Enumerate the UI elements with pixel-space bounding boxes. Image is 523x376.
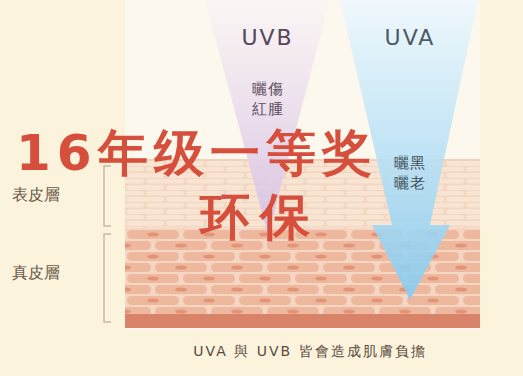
watermark: 环保 [200, 192, 320, 242]
ray-effect: 曬傷 紅腫 [250, 80, 285, 119]
ray-name: UVB [241, 24, 293, 53]
ray-effect: 曬黑 曬老 [393, 154, 428, 193]
watermark: 16年级一等奖 [16, 128, 378, 178]
figure-caption: UVA 與 UVB 皆會造成肌膚負擔 [100, 344, 520, 358]
layer-label: 表皮層 [12, 187, 60, 203]
dermis-bracket [104, 234, 111, 322]
ray-name: UVA [385, 24, 436, 53]
subcutis-band [125, 314, 480, 328]
layer-label: 真皮層 [12, 265, 60, 281]
